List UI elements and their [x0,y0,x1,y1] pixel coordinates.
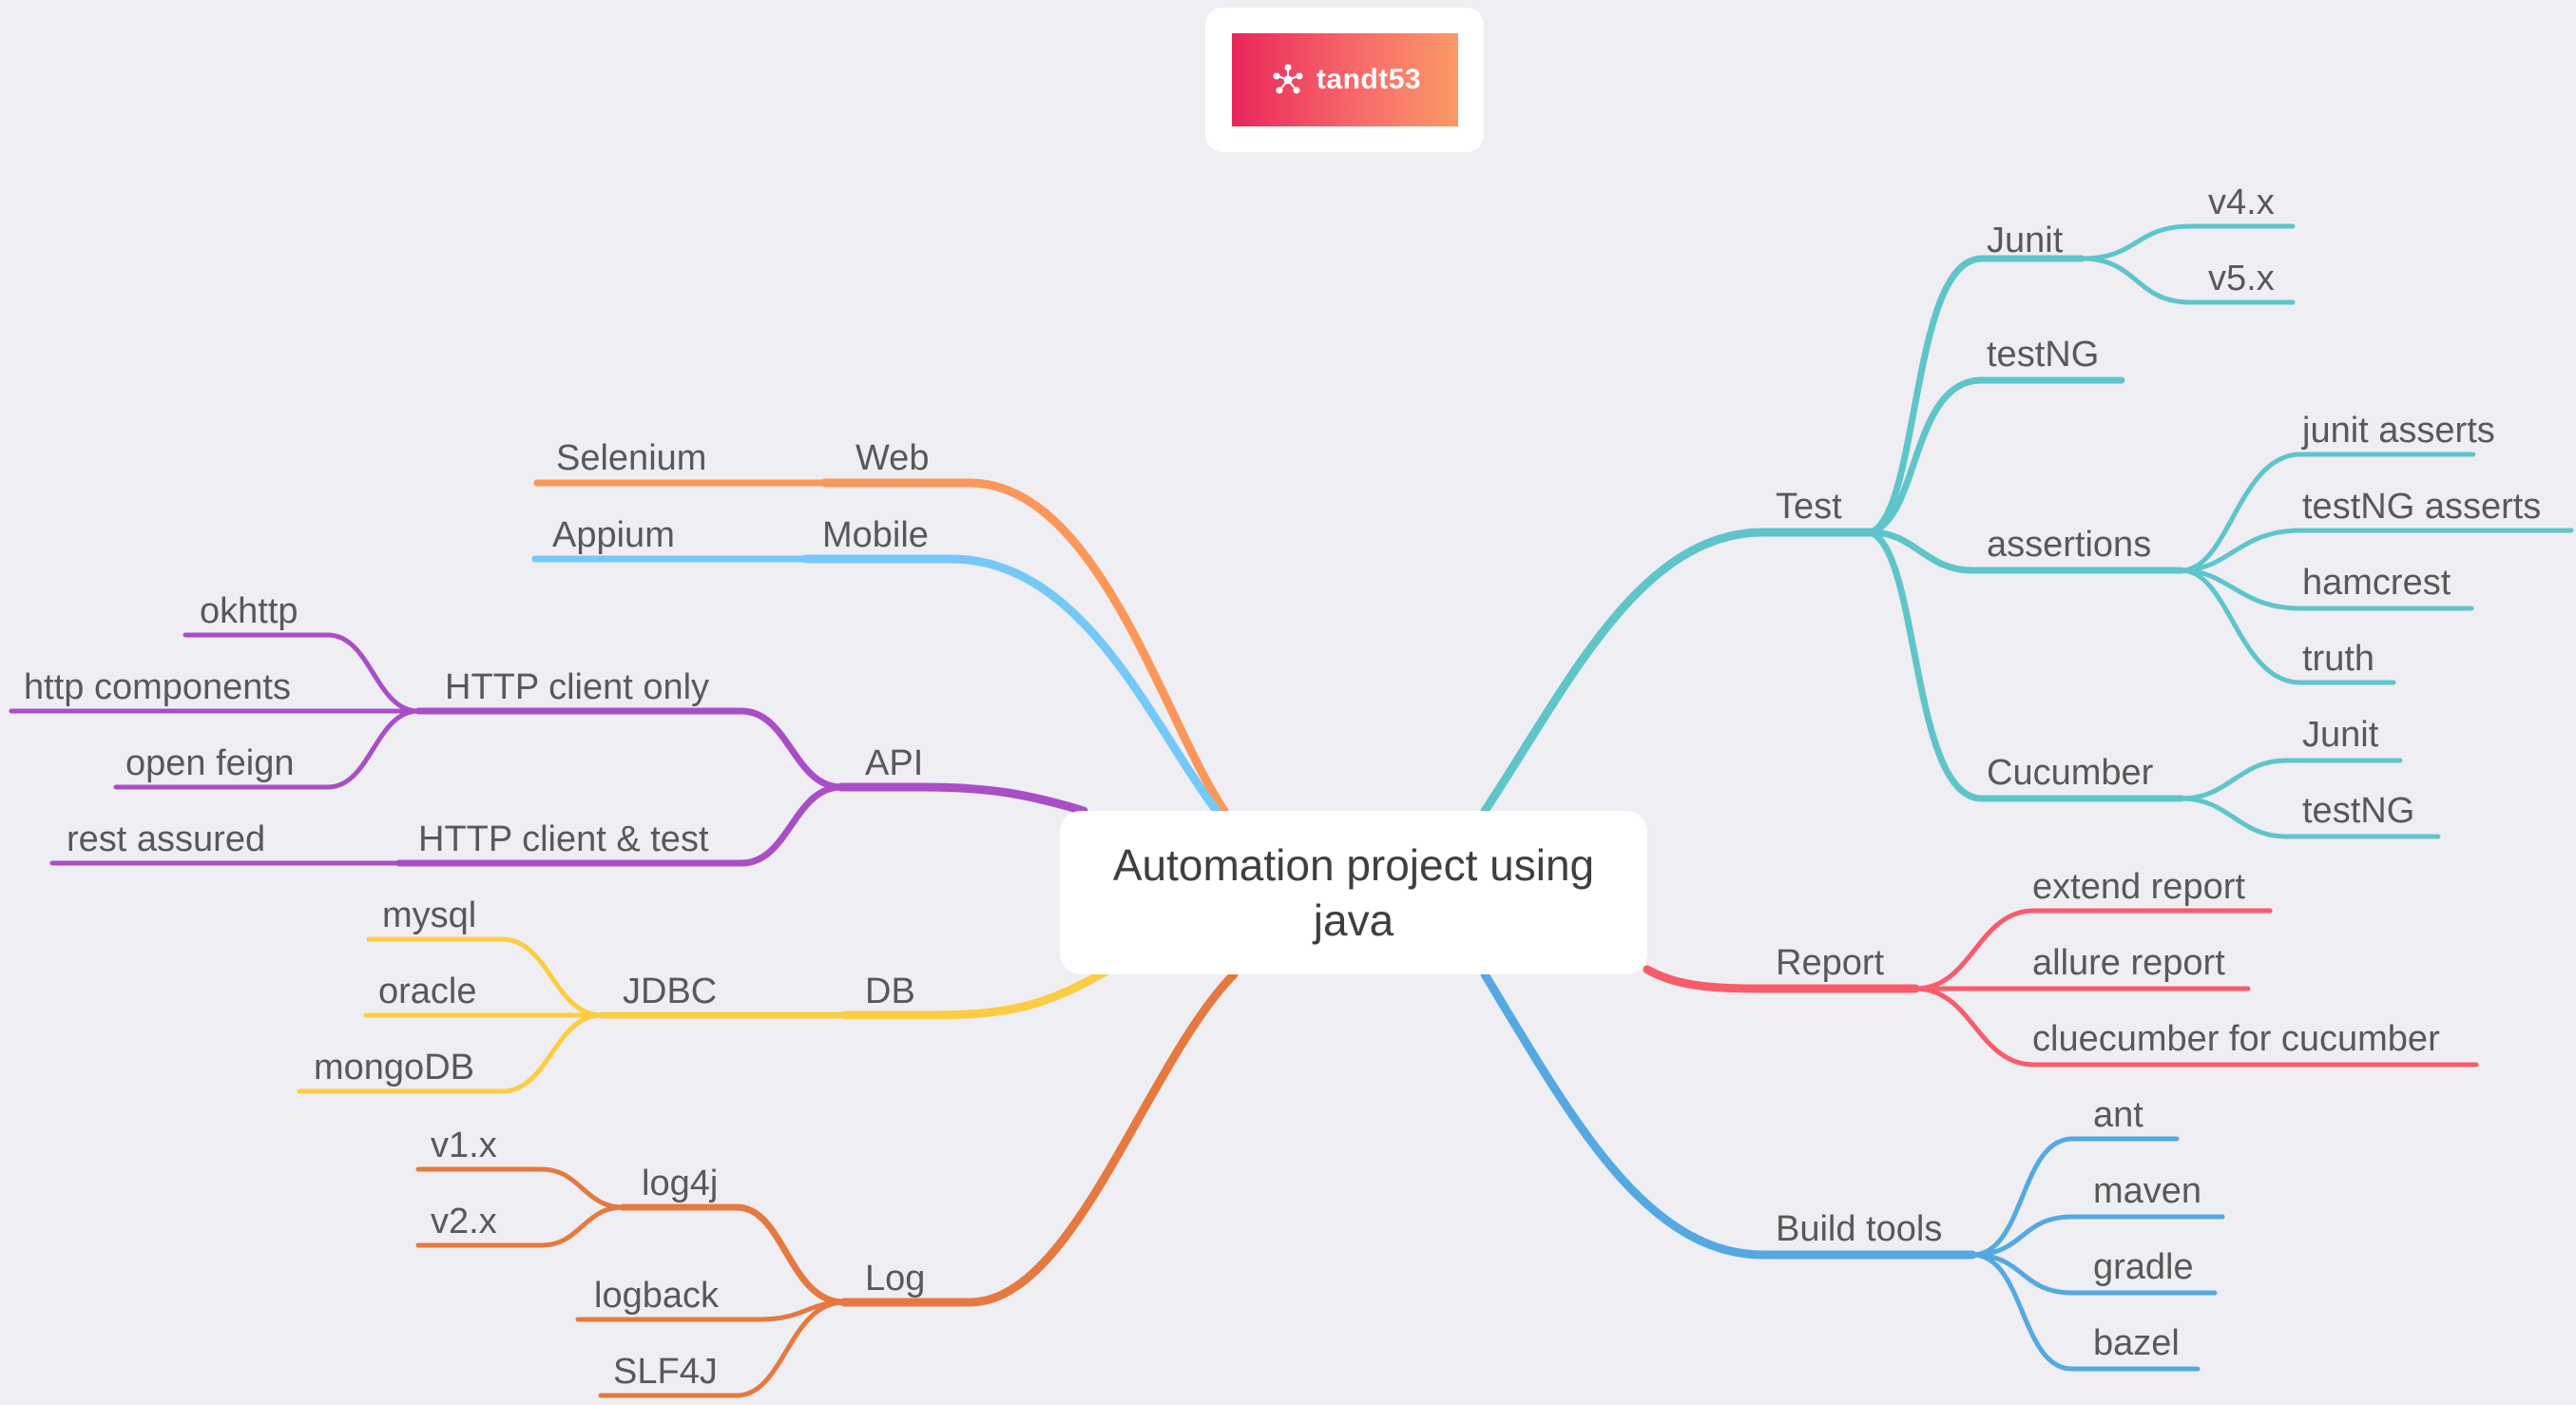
node-testng-asserts: testNG asserts [2302,487,2541,527]
node-v2x: v2.x [431,1202,497,1241]
connector-v4x [2079,223,2296,261]
node-cucumber: Cucumber [1987,753,2154,793]
logo-text: tandt53 [1316,64,1422,95]
node-maven: maven [2093,1171,2201,1211]
connector-gradle [1970,1252,2218,1296]
connector-report [1643,965,1920,993]
connector-db [841,960,1122,1020]
node-log: Log [865,1259,925,1299]
connector-v1x [415,1166,625,1210]
connector-junit [1867,255,2086,536]
node-cucumber-testng: testNG [2302,791,2414,831]
node-build-tools: Build tools [1776,1209,1942,1249]
node-assertions: assertions [1987,525,2151,565]
node-v5x: v5.x [2208,259,2275,298]
node-junit-asserts: junit asserts [2301,411,2495,451]
connector-build-tools [1480,970,1977,1260]
node-http-client-test: HTTP client & test [418,819,709,859]
node-http-client-only: HTTP client only [445,667,709,707]
node-cluecumber: cluecumber for cucumber [2032,1019,2440,1059]
node-mysql: mysql [382,895,476,935]
connector-mysql [366,936,605,1018]
connector-v5x [2079,256,2296,305]
central-topic-label: Automation project using java [1112,840,1595,945]
node-slf4j: SLF4J [613,1352,718,1392]
node-testng: testNG [1987,335,2099,375]
connector-testng [1867,376,2125,536]
connector-mongodb [297,1012,605,1094]
central-topic-node[interactable]: Automation project using java [1060,811,1647,974]
node-truth: truth [2302,639,2374,679]
node-mobile: Mobile [822,515,929,555]
node-rest-assured: rest assured [67,819,265,859]
node-jdbc: JDBC [623,972,717,1011]
node-api: API [865,743,923,783]
connector-cucumber-testng [2179,796,2441,839]
connector-api [836,782,1088,816]
connector-http-client-only [414,707,845,791]
network-icon [1273,64,1303,94]
node-selenium: Selenium [556,438,706,478]
node-logback: logback [594,1276,720,1316]
node-test: Test [1776,487,1842,527]
node-web: Web [855,438,929,478]
connector-okhttp [183,632,421,714]
node-extend-report: extend report [2032,867,2245,907]
logo-card: tandt53 [1205,8,1484,152]
node-mongodb: mongoDB [314,1048,474,1087]
connector-mobile [801,554,1221,816]
connector-assertions [1867,529,2185,574]
node-hamcrest: hamcrest [2302,563,2451,603]
node-log4j: log4j [642,1164,718,1203]
node-v4x: v4.x [2208,183,2275,222]
logo-badge: tandt53 [1232,33,1458,126]
connector-cucumber-junit [2179,758,2403,801]
node-junit: Junit [1987,221,2064,260]
connector-hamcrest [2179,568,2474,611]
node-okhttp: okhttp [200,591,298,631]
connector-http-client-test [395,783,845,867]
connector-truth [2179,568,2396,685]
connector-v2x [415,1204,625,1248]
node-cucumber-junit: Junit [2302,715,2379,755]
connector-slf4j [598,1299,847,1398]
connector-log [839,970,1239,1307]
node-bazel: bazel [2093,1323,2180,1363]
connector-open-feign [113,708,421,790]
node-allure-report: allure report [2032,943,2225,983]
connector-web [820,478,1229,816]
connector-log4j [619,1203,848,1306]
connector-testng-asserts [2179,528,2574,573]
connector-extend-report [1913,908,2273,991]
connector-maven [1970,1214,2225,1258]
node-report: Report [1776,943,1884,983]
node-db: DB [865,972,915,1011]
connector-cluecumber [1913,986,2479,1068]
connector-cucumber [1867,529,2185,802]
node-open-feign: open feign [125,743,295,783]
node-oracle: oracle [378,972,477,1011]
connector-junit-asserts [2179,452,2476,573]
node-v1x: v1.x [431,1126,497,1165]
connector-bazel [1970,1252,2201,1372]
connector-test [1480,528,1875,816]
node-appium: Appium [552,515,675,555]
node-http-components: http components [24,667,291,707]
node-gradle: gradle [2093,1247,2194,1287]
node-ant: ant [2093,1095,2143,1135]
connector-ant [1970,1136,2180,1258]
